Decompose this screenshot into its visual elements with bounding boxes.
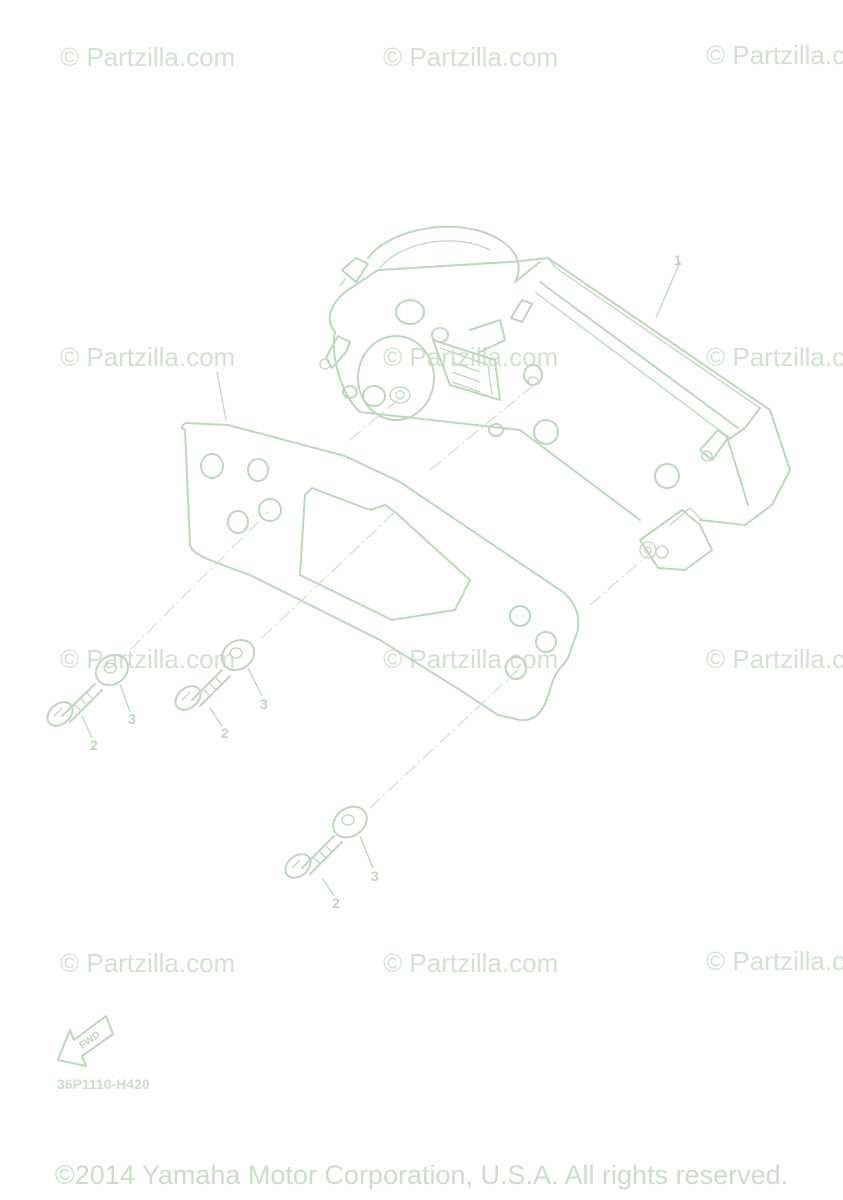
fwd-label: FWD (78, 1029, 103, 1051)
callout-washer: 3 (371, 868, 379, 884)
copyright-notice: ©2014 Yamaha Motor Corporation, U.S.A. A… (54, 1160, 789, 1190)
watermark: © Partzilla.com (60, 948, 236, 978)
watermark: © Partzilla.c (706, 644, 843, 674)
diagram-part-code: 36P1110-H420 (57, 1076, 150, 1092)
fwd-arrow-icon: FWD (57, 1015, 114, 1067)
screw-washer-set-b (174, 638, 256, 711)
watermark: © Partzilla.c (706, 40, 843, 70)
watermark: © Partzilla.com (383, 948, 559, 978)
screw-washer-set-c (284, 805, 368, 879)
callout-screw: 2 (332, 895, 340, 911)
callout-meter-assembly: 1 (674, 252, 682, 268)
callout-washer: 3 (260, 696, 268, 712)
meter-assembly (319, 225, 791, 571)
watermark: © Partzilla.c (706, 342, 843, 372)
mounting-bracket (181, 422, 580, 722)
watermark: © Partzilla.com (60, 644, 236, 674)
watermark: © Partzilla.com (60, 42, 236, 72)
callout-screw: 2 (90, 737, 98, 753)
watermark: © Partzilla.c (706, 946, 843, 976)
watermark: © Partzilla.com (383, 42, 559, 72)
callout-screw: 2 (221, 725, 229, 741)
callout-washer: 3 (128, 711, 136, 727)
watermark: © Partzilla.com (60, 342, 236, 372)
screw-washer-set-a (46, 653, 130, 727)
